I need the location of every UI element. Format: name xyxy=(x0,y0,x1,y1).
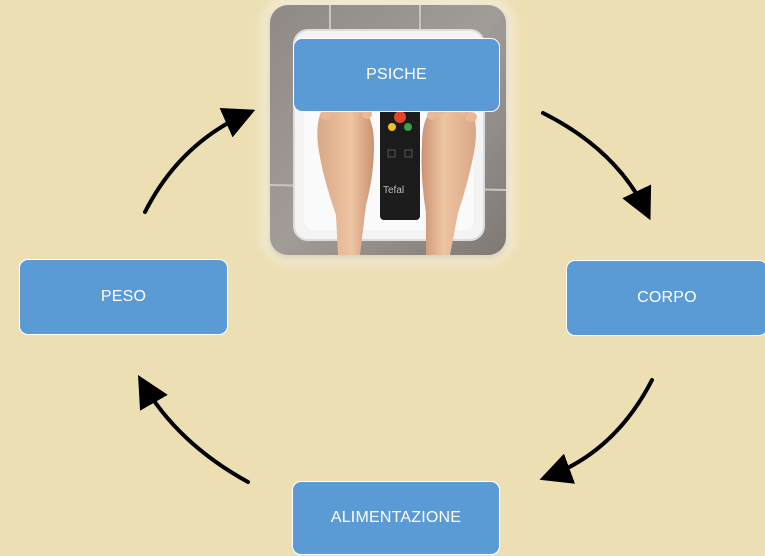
node-psiche: PSICHE xyxy=(293,38,500,112)
node-corpo: CORPO xyxy=(566,260,765,336)
node-peso: PESO xyxy=(19,259,228,335)
arrow-alimentazione-to-peso xyxy=(138,375,250,484)
arrow-corpo-to-alimentazione xyxy=(539,378,654,484)
arrow-peso-to-psiche xyxy=(143,108,256,214)
arrow-psiche-to-corpo xyxy=(541,111,652,221)
node-psiche-label: PSICHE xyxy=(366,66,427,83)
node-alimentazione-label: ALIMENTAZIONE xyxy=(330,509,462,526)
scale-brand-logo: Tefal xyxy=(383,185,404,196)
node-corpo-label: CORPO xyxy=(637,289,697,306)
node-alimentazione: ALIMENTAZIONE xyxy=(292,481,500,555)
node-peso-label: PESO xyxy=(100,288,147,305)
